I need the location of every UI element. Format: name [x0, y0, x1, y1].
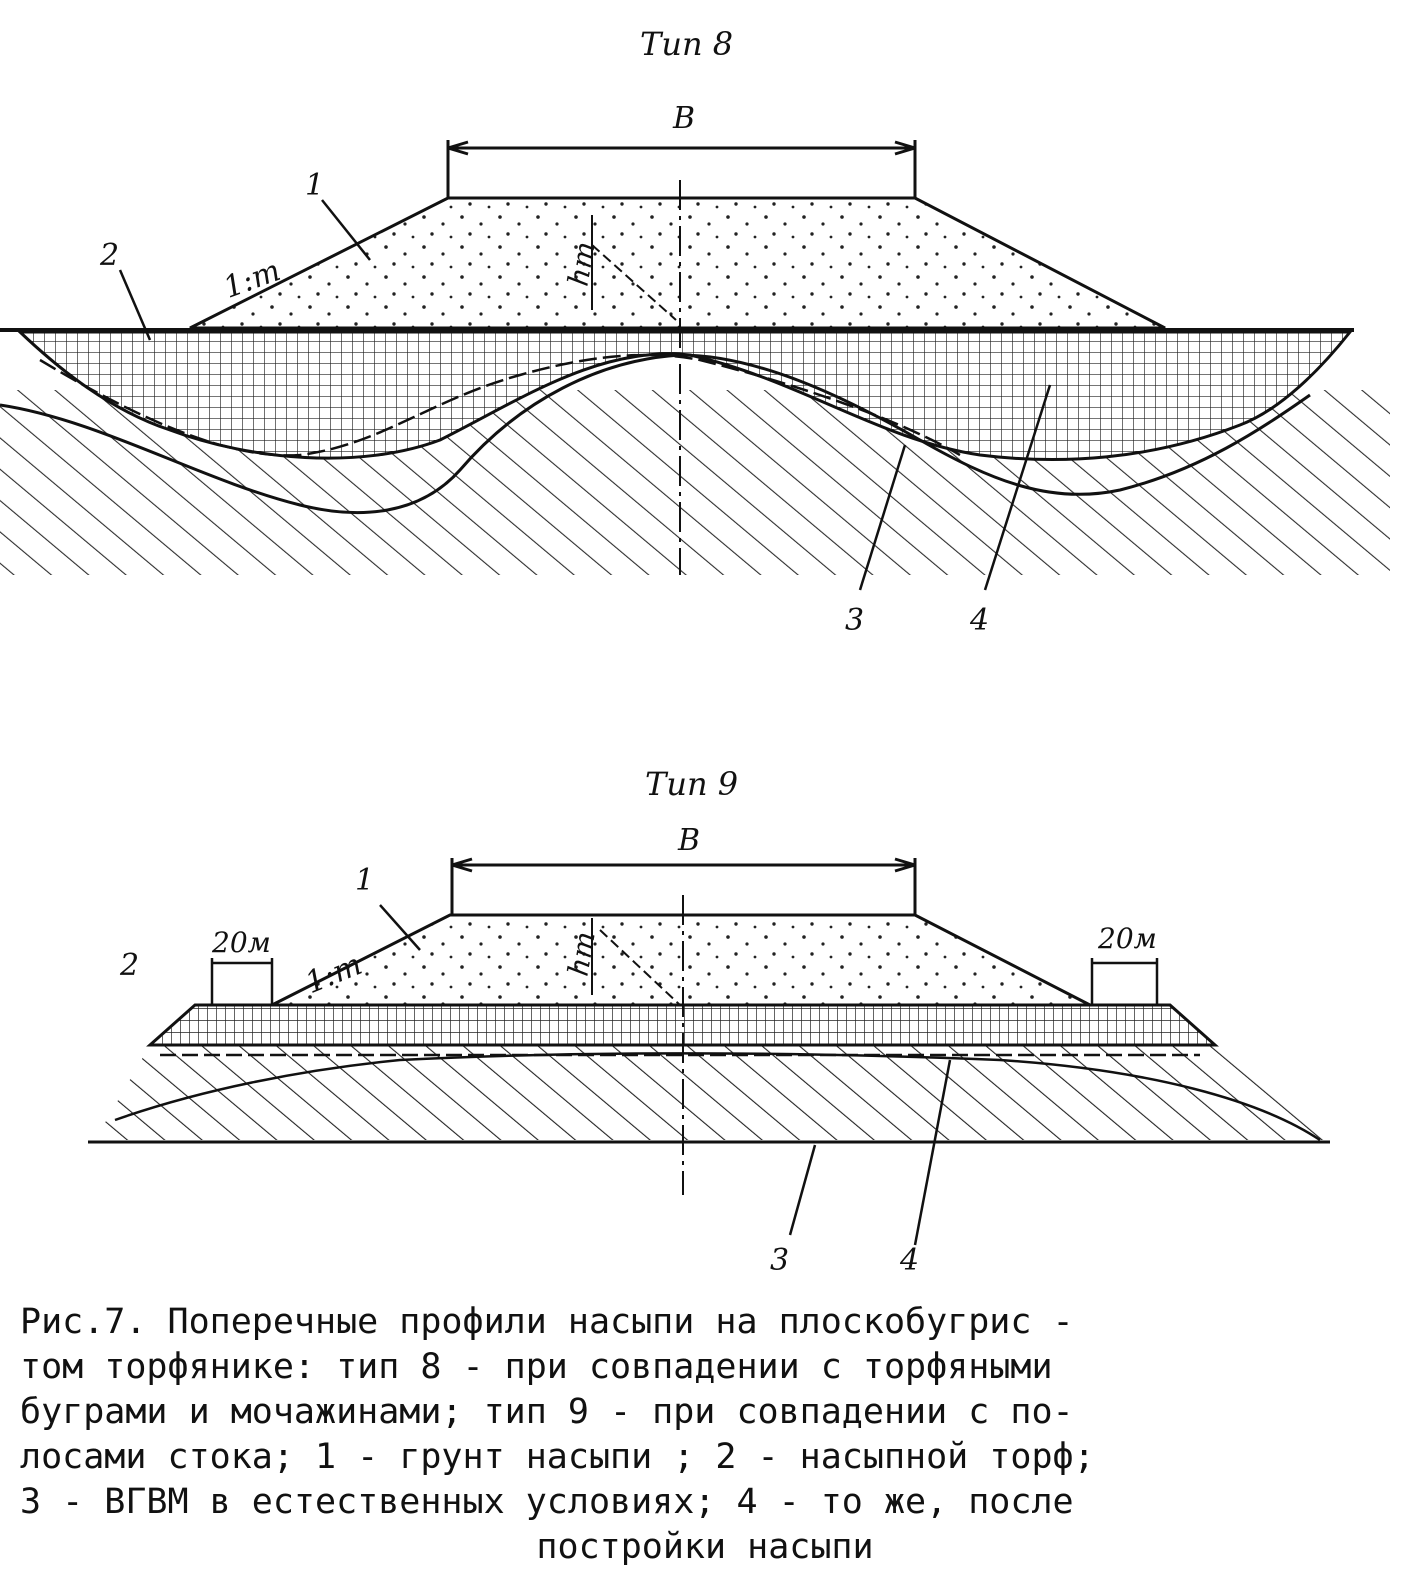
- type9-callout-4: 4: [899, 1243, 919, 1278]
- type9-width-label: В: [677, 823, 700, 858]
- type9-strip-left-label: 20м: [211, 926, 271, 959]
- type8-callout-2: 2: [99, 238, 119, 273]
- caption-line-6: постройки насыпи: [536, 1527, 874, 1567]
- type8-width-label: В: [672, 101, 695, 136]
- type9-callout-3: 3: [770, 1243, 789, 1278]
- type9-title: Тип 9: [645, 765, 738, 803]
- caption-line-1: Рис.7. Поперечные профили насыпи на плос…: [20, 1302, 1074, 1342]
- type9-callout-2: 2: [119, 948, 139, 983]
- type8-width-dimension: [446, 140, 917, 198]
- type8-permafrost-after-line: [39, 353, 961, 457]
- type9-callout-1: 1: [355, 863, 374, 898]
- caption-line-5: 3 - ВГВМ в естественных условиях; 4 - то…: [20, 1482, 1074, 1522]
- type8-callout-1: 1: [305, 168, 324, 203]
- type9-diagram: Тип 9 20м 20м В: [88, 765, 1335, 1278]
- type9-strip-right-label: 20м: [1097, 922, 1157, 955]
- type9-mineral-soil: [95, 1045, 1335, 1140]
- type9-width-dimension: [450, 857, 917, 915]
- type8-title: Тип 8: [640, 25, 733, 63]
- type8-callout-4: 4: [969, 603, 989, 638]
- type9-permafrost-natural-line: [114, 1051, 1321, 1142]
- caption-line-2: том торфянике: тип 8 - при совпадении с …: [20, 1347, 1053, 1387]
- cross-section-figure: Тип 8 В hт 1:m: [0, 25, 1390, 1278]
- caption-line-4: лосами стока; 1 - грунт насыпи ; 2 - нас…: [20, 1437, 1095, 1477]
- caption-line-3: буграми и мочажинами; тип 9 - при совпад…: [20, 1392, 1074, 1432]
- type9-height-label: hт: [562, 929, 602, 979]
- type8-height-label: hт: [562, 239, 602, 289]
- type9-strip-dimensions: [210, 958, 1159, 1005]
- type8-callout-3: 3: [845, 603, 864, 638]
- type8-diagram: Тип 8 В hт 1:m: [0, 25, 1390, 638]
- figure-caption: Рис.7. Поперечные профили насыпи на плос…: [20, 1300, 1390, 1570]
- type9-embankment: [271, 913, 1091, 1007]
